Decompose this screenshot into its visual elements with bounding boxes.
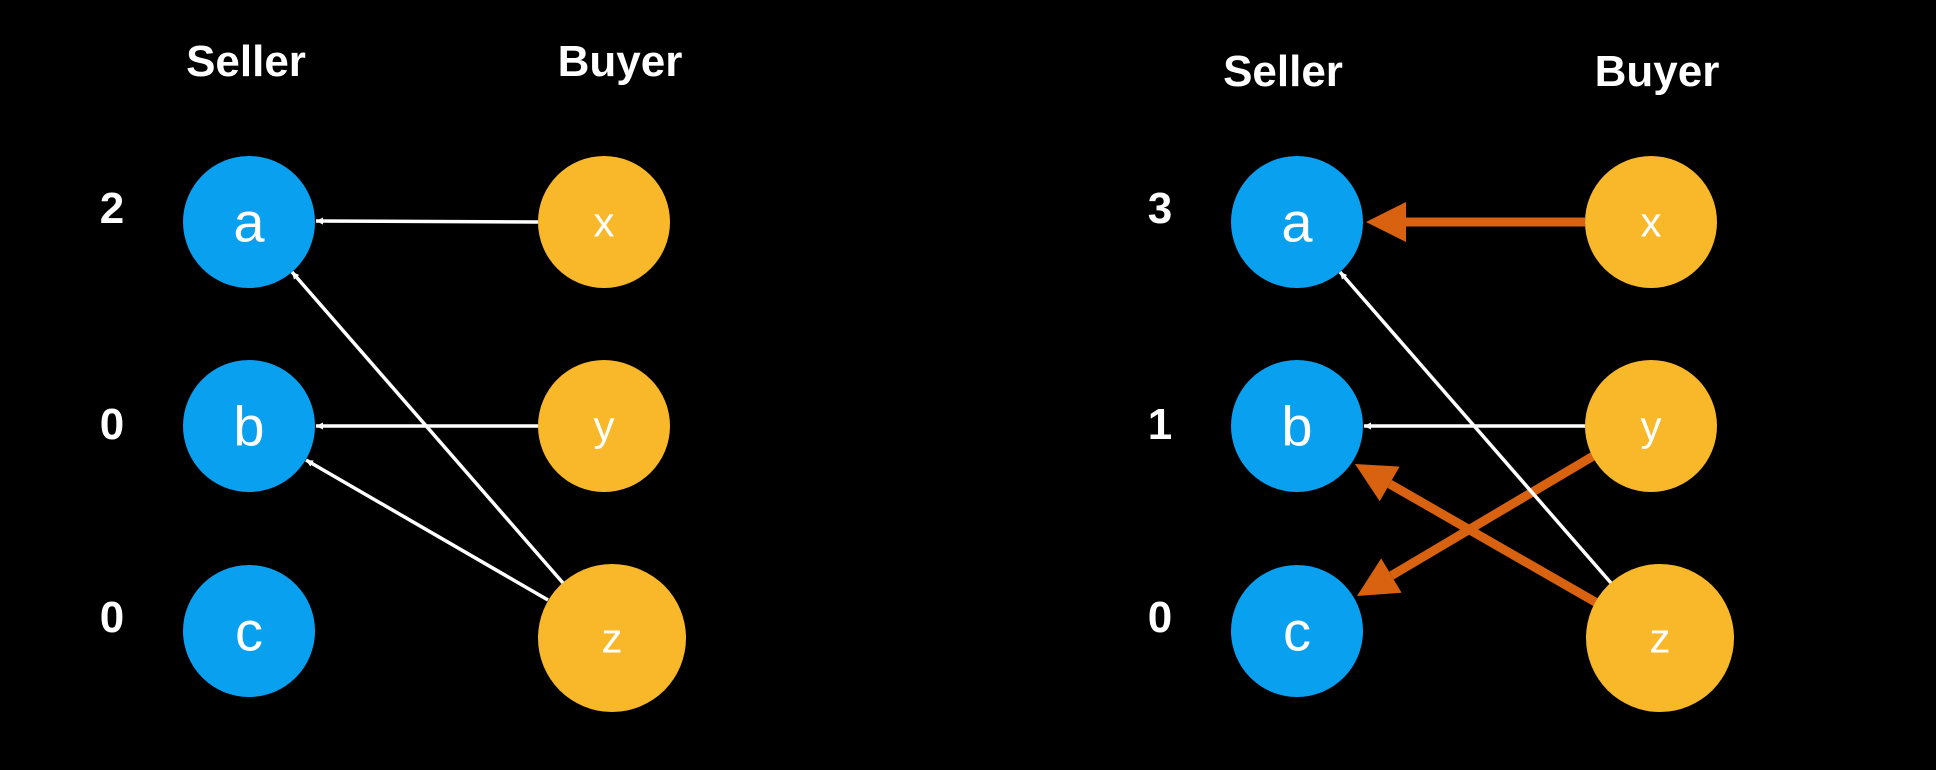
buyer-label-z: z: [1650, 615, 1671, 662]
buyer-node-z-right: z: [1586, 564, 1734, 712]
price-b-right: 1: [1148, 400, 1172, 449]
edges-left: [290, 217, 565, 602]
buyer-header-left: Buyer: [558, 37, 683, 86]
seller-label-a: a: [233, 191, 265, 254]
price-c-left: 0: [100, 593, 124, 642]
seller-header-left: Seller: [186, 37, 306, 86]
buyer-label-y: y: [1641, 403, 1662, 450]
buyer-node-x-left: x: [538, 156, 670, 288]
seller-node-c-left: c: [183, 565, 315, 697]
seller-node-a-left: a: [183, 156, 315, 288]
seller-label-b: b: [1281, 395, 1312, 458]
seller-node-c-right: c: [1231, 565, 1363, 697]
buyer-node-y-right: y: [1585, 360, 1717, 492]
buyer-label-x: x: [1641, 199, 1662, 246]
arrowhead-x-to-a: [1366, 202, 1406, 242]
edge-x-to-a: [315, 217, 539, 225]
price-c-right: 0: [1148, 593, 1172, 642]
buyer-label-x: x: [594, 199, 615, 246]
seller-label-c: c: [1283, 600, 1311, 663]
seller-label-a: a: [1281, 191, 1313, 254]
price-a-left: 2: [100, 184, 124, 233]
price-a-right: 3: [1148, 184, 1172, 233]
buyer-node-x-right: x: [1585, 156, 1717, 288]
panel-left: Seller Buyer 2 0 0 a b c x y: [100, 37, 686, 712]
buyer-label-z: z: [602, 615, 623, 662]
arrowhead-y-to-c: [1357, 558, 1402, 596]
seller-header-right: Seller: [1223, 47, 1343, 96]
arrowheads-right: [1355, 202, 1406, 596]
edge-z-to-a: [290, 270, 565, 585]
buyer-header-right: Buyer: [1595, 47, 1720, 96]
edge-z-to-b: [1387, 480, 1600, 607]
seller-node-a-right: a: [1231, 156, 1363, 288]
price-b-left: 0: [100, 400, 124, 449]
panel-right: Seller Buyer 3 1 0 a b c: [1148, 47, 1734, 712]
seller-node-b-left: b: [183, 360, 315, 492]
edges-right: [1338, 217, 1613, 607]
edge-z-to-b: [305, 458, 549, 602]
arrowhead-z-to-b: [1355, 464, 1400, 502]
seller-node-b-right: b: [1231, 360, 1363, 492]
seller-label-b: b: [233, 395, 264, 458]
buyer-node-y-left: y: [538, 360, 670, 492]
seller-label-c: c: [235, 600, 263, 663]
edge-z-to-a: [1338, 270, 1613, 585]
edge-y-to-c: [1389, 451, 1598, 580]
buyer-node-z-left: z: [538, 564, 686, 712]
buyer-label-y: y: [594, 403, 615, 450]
